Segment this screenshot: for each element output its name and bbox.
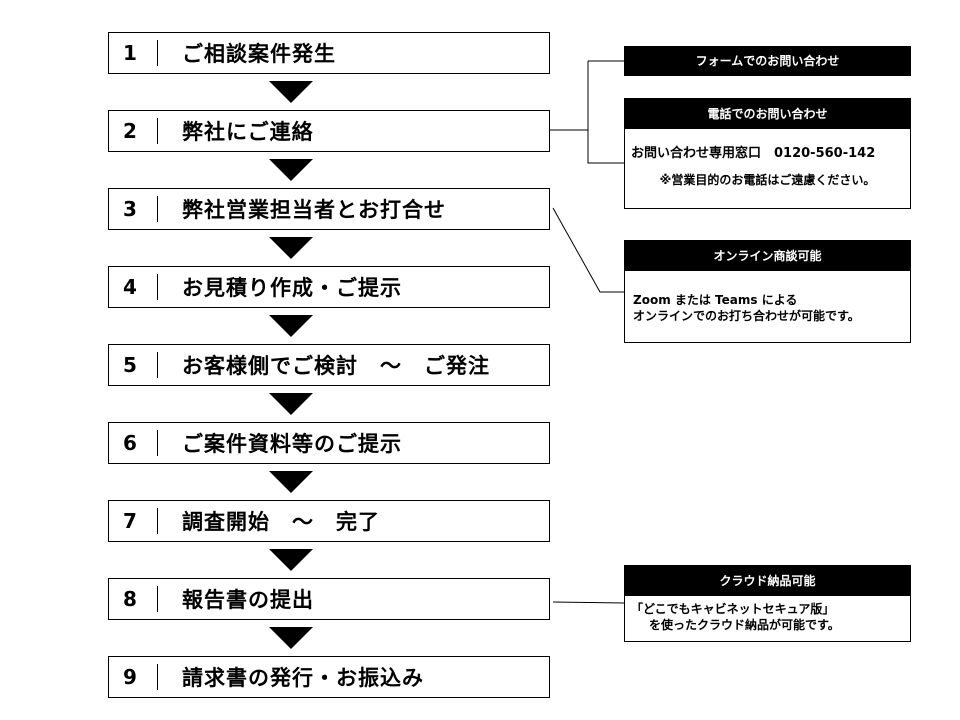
- step-divider: [157, 196, 158, 222]
- flow-step-2: 2 弊社にご連絡: [108, 110, 550, 152]
- step-label: 請求書の発行・お振込み: [182, 666, 424, 690]
- step-number: 2: [123, 119, 137, 143]
- step-divider: [157, 508, 158, 534]
- callout-title: オンライン商談可能: [625, 241, 910, 271]
- step-label: 弊社営業担当者とお打合せ: [182, 198, 446, 222]
- step-label: 報告書の提出: [182, 588, 314, 612]
- down-arrow-icon: [269, 81, 313, 103]
- flow-step-5: 5 お客様側でご検討 ～ ご発注: [108, 344, 550, 386]
- callout-title: 電話でのお問い合わせ: [625, 99, 910, 129]
- down-arrow-icon: [269, 315, 313, 337]
- step-number: 1: [123, 41, 137, 65]
- step-label: 調査開始 ～ 完了: [182, 510, 380, 534]
- step-label: お客様側でご検討 ～ ご発注: [182, 354, 490, 378]
- step-number: 4: [123, 275, 137, 299]
- cloud-line-2: を使ったクラウド納品が可能です。: [649, 618, 840, 632]
- connector-phone: [587, 61, 624, 164]
- step-label: ご案件資料等のご提示: [182, 432, 402, 456]
- step-number: 6: [123, 431, 137, 455]
- down-arrow-icon: [269, 237, 313, 259]
- connector-online: [552, 207, 624, 293]
- flow-step-1: 1 ご相談案件発生: [108, 32, 550, 74]
- step-number: 3: [123, 197, 137, 221]
- online-line-1: Zoom または Teams による: [633, 293, 798, 307]
- step-label: お見積り作成・ご提示: [182, 276, 402, 300]
- flow-step-4: 4 お見積り作成・ご提示: [108, 266, 550, 308]
- step-divider: [157, 40, 158, 66]
- down-arrow-icon: [269, 393, 313, 415]
- step-number: 5: [123, 353, 137, 377]
- step-divider: [157, 586, 158, 612]
- flow-step-6: 6 ご案件資料等のご提示: [108, 422, 550, 464]
- down-arrow-icon: [269, 159, 313, 181]
- cloud-line-1: 「どこでもキャビネットセキュア版」: [631, 602, 835, 616]
- callout-cloud-delivery: クラウド納品可能 「どこでもキャビネットセキュア版」 を使ったクラウド納品が可能…: [624, 565, 911, 642]
- flow-step-3: 3 弊社営業担当者とお打合せ: [108, 188, 550, 230]
- step-divider: [157, 352, 158, 378]
- step-divider: [157, 664, 158, 690]
- step-divider: [157, 118, 158, 144]
- step-divider: [157, 430, 158, 456]
- callout-online-meeting: オンライン商談可能 Zoom または Teams による オンラインでのお打ち合…: [624, 240, 911, 343]
- step-label: ご相談案件発生: [182, 42, 336, 66]
- step-label: 弊社にご連絡: [182, 120, 314, 144]
- step-divider: [157, 274, 158, 300]
- down-arrow-icon: [269, 627, 313, 649]
- flow-step-8: 8 報告書の提出: [108, 578, 550, 620]
- callout-phone-inquiry: 電話でのお問い合わせ お問い合わせ専用窓口 0120-560-142 ※営業目的…: [624, 98, 911, 209]
- online-line-2: オンラインでのお打ち合わせが可能です。: [633, 309, 860, 323]
- phone-note-text: ※営業目的のお電話はご遠慮ください。: [659, 173, 876, 187]
- step-number: 9: [123, 665, 137, 689]
- connector-cloud: [552, 601, 625, 604]
- step-number: 8: [123, 587, 137, 611]
- flow-step-7: 7 調査開始 ～ 完了: [108, 500, 550, 542]
- callout-title: フォームでのお問い合わせ: [625, 47, 910, 75]
- callout-form-inquiry: フォームでのお問い合わせ: [624, 46, 911, 76]
- flow-step-9: 9 請求書の発行・お振込み: [108, 656, 550, 698]
- down-arrow-icon: [269, 471, 313, 493]
- phone-hotline-text: お問い合わせ専用窓口 0120-560-142: [631, 146, 876, 161]
- step-number: 7: [123, 509, 137, 533]
- callout-title: クラウド納品可能: [625, 566, 910, 596]
- down-arrow-icon: [269, 549, 313, 571]
